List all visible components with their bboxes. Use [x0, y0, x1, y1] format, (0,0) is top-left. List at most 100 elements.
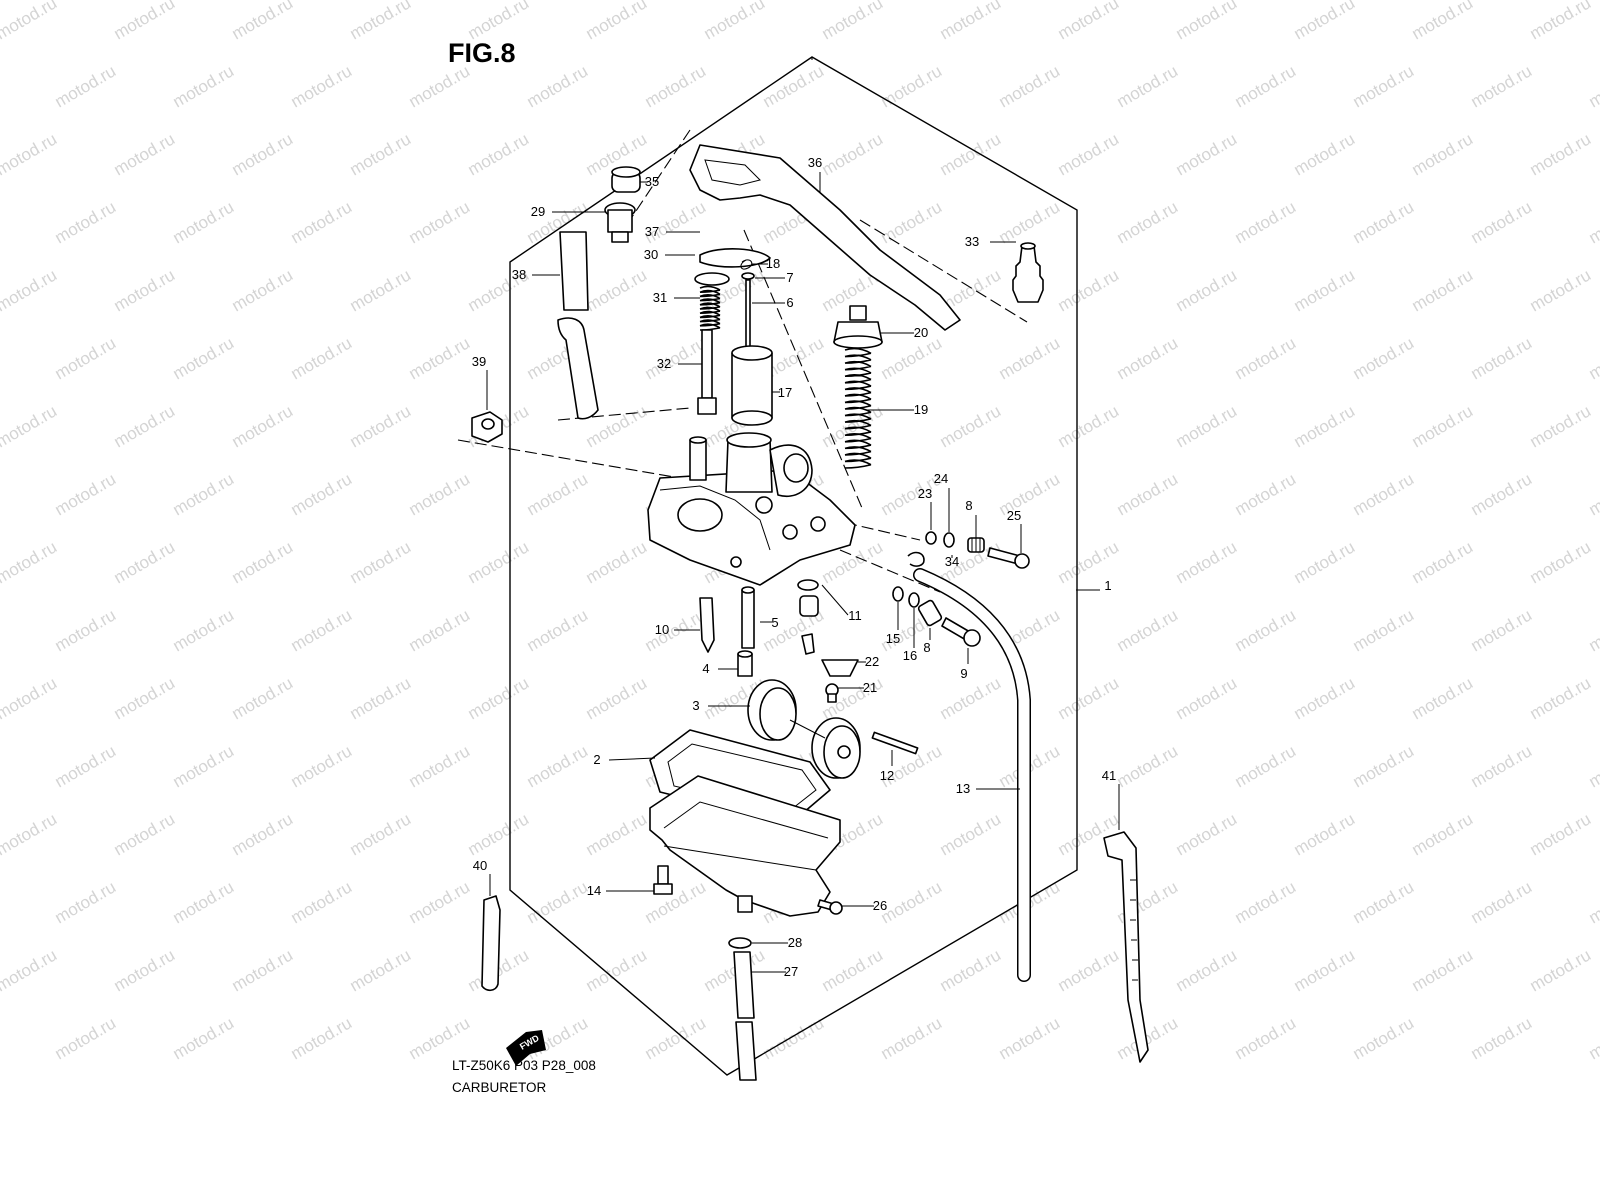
cap-part-29: [604, 202, 636, 243]
watermark-text: motod.ru: [229, 809, 297, 859]
watermark-text: motod.ru: [1232, 197, 1300, 247]
watermark-text: motod.ru: [229, 945, 297, 995]
watermark-text: motod.ru: [1468, 333, 1536, 383]
watermark-text: motod.ru: [288, 1013, 356, 1063]
watermark-text: motod.ru: [1114, 197, 1182, 247]
watermark-text: motod.ru: [1055, 0, 1123, 43]
callout-number: 35: [645, 174, 659, 189]
watermark-text: motod.ru: [1527, 673, 1595, 723]
watermark-text: motod.ru: [1468, 741, 1536, 791]
watermark-text: motod.ru: [347, 265, 415, 315]
watermark-text: motod.ru: [1232, 469, 1300, 519]
watermark-text: motod.ru: [524, 741, 592, 791]
watermark-text: motod.ru: [465, 0, 533, 43]
carburetor-body: [647, 432, 856, 586]
watermark-text: motod.ru: [1409, 673, 1477, 723]
watermark-text: motod.ru: [1586, 469, 1600, 519]
watermark-text: motod.ru: [229, 673, 297, 723]
watermark-text: motod.ru: [996, 333, 1064, 383]
watermark-text: motod.ru: [0, 469, 1, 519]
watermark-text: motod.ru: [288, 605, 356, 655]
callout-number: 3: [692, 698, 699, 713]
watermark-text: motod.ru: [996, 61, 1064, 111]
callout-number: 30: [644, 247, 658, 262]
bracket-part-22: [821, 659, 859, 677]
watermark-text: motod.ru: [996, 469, 1064, 519]
watermark-text: motod.ru: [0, 1013, 1, 1063]
watermark-text: motod.ru: [937, 401, 1005, 451]
watermark-text: motod.ru: [288, 741, 356, 791]
watermark-text: motod.ru: [1232, 605, 1300, 655]
callout-number: 17: [778, 385, 792, 400]
watermark-text: motod.ru: [1409, 945, 1477, 995]
watermark-text: motod.ru: [406, 469, 474, 519]
watermark-text: motod.ru: [1232, 61, 1300, 111]
watermark-text: motod.ru: [524, 469, 592, 519]
watermark-text: motod.ru: [52, 605, 120, 655]
watermark-text: motod.ru: [1114, 61, 1182, 111]
watermark-text: motod.ru: [878, 197, 946, 247]
watermark-text: motod.ru: [465, 809, 533, 859]
watermark-text: motod.ru: [406, 741, 474, 791]
watermark-text: motod.ru: [642, 333, 710, 383]
watermark-text: motod.ru: [111, 0, 179, 43]
callout-number: 8: [923, 640, 930, 655]
callout-number: 36: [808, 155, 822, 170]
watermark-text: motod.ru: [0, 537, 60, 587]
watermark-text: motod.ru: [1291, 537, 1359, 587]
callout-number: 5: [771, 615, 778, 630]
callout-number: 11: [848, 608, 862, 623]
watermark-text: motod.ru: [1586, 1013, 1600, 1063]
screw-part-14: [653, 865, 673, 895]
watermark-text: motod.ru: [524, 877, 592, 927]
watermark-text: motod.ru: [288, 333, 356, 383]
watermark-text: motod.ru: [111, 265, 179, 315]
watermark-text: motod.ru: [229, 129, 297, 179]
watermark-text: motod.ru: [1586, 61, 1600, 111]
callout-number: 22: [865, 654, 879, 669]
watermark-text: motod.ru: [347, 809, 415, 859]
hose-part-27-lower: [735, 1021, 757, 1081]
watermark-text: motod.ru: [170, 333, 238, 383]
callout-number: 1: [1104, 578, 1111, 593]
watermark-text: motod.ru: [347, 945, 415, 995]
watermark-text: motod.ru: [1409, 401, 1477, 451]
watermark-text: motod.ru: [1291, 265, 1359, 315]
watermark-text: motod.ru: [1350, 333, 1418, 383]
throttle-lever-bracket: [704, 159, 761, 186]
spring-part-8-upper: [967, 537, 985, 553]
watermark-text: motod.ru: [1409, 809, 1477, 859]
watermark-text: motod.ru: [1468, 197, 1536, 247]
ring-part-30: [694, 272, 730, 286]
needle-part-6: [745, 279, 751, 351]
watermark-text: motod.ru: [701, 0, 769, 43]
watermark-text: motod.ru: [1527, 537, 1595, 587]
watermark-text: motod.ru: [1114, 469, 1182, 519]
watermark-text: motod.ru: [347, 129, 415, 179]
screw-part-9: [941, 617, 981, 647]
watermark-text: motod.ru: [170, 61, 238, 111]
nut-part-39: [471, 411, 503, 443]
watermark-text: motod.ru: [0, 945, 60, 995]
watermark-text: motod.ru: [878, 877, 946, 927]
watermark-text: motod.ru: [1232, 877, 1300, 927]
watermark-text: motod.ru: [1114, 1013, 1182, 1063]
watermark-text: motod.ru: [1173, 0, 1241, 43]
throttle-lever-part-37: [699, 248, 771, 268]
watermark-text: motod.ru: [52, 469, 120, 519]
callout-number: 25: [1007, 508, 1021, 523]
watermark-text: motod.ru: [1114, 333, 1182, 383]
watermark-text: motod.ru: [1586, 877, 1600, 927]
watermark-text: motod.ru: [229, 537, 297, 587]
callout-number: 31: [653, 290, 667, 305]
watermark-text: motod.ru: [1527, 0, 1595, 43]
watermark-text: motod.ru: [406, 197, 474, 247]
spring-clip-part-18: [740, 259, 753, 270]
watermark-text: motod.ru: [1173, 265, 1241, 315]
screw-part-25: [987, 547, 1030, 569]
watermark-text: motod.ru: [1586, 741, 1600, 791]
watermark-text: motod.ru: [937, 809, 1005, 859]
watermark-text: motod.ru: [1173, 809, 1241, 859]
watermark-text: motod.ru: [1173, 945, 1241, 995]
